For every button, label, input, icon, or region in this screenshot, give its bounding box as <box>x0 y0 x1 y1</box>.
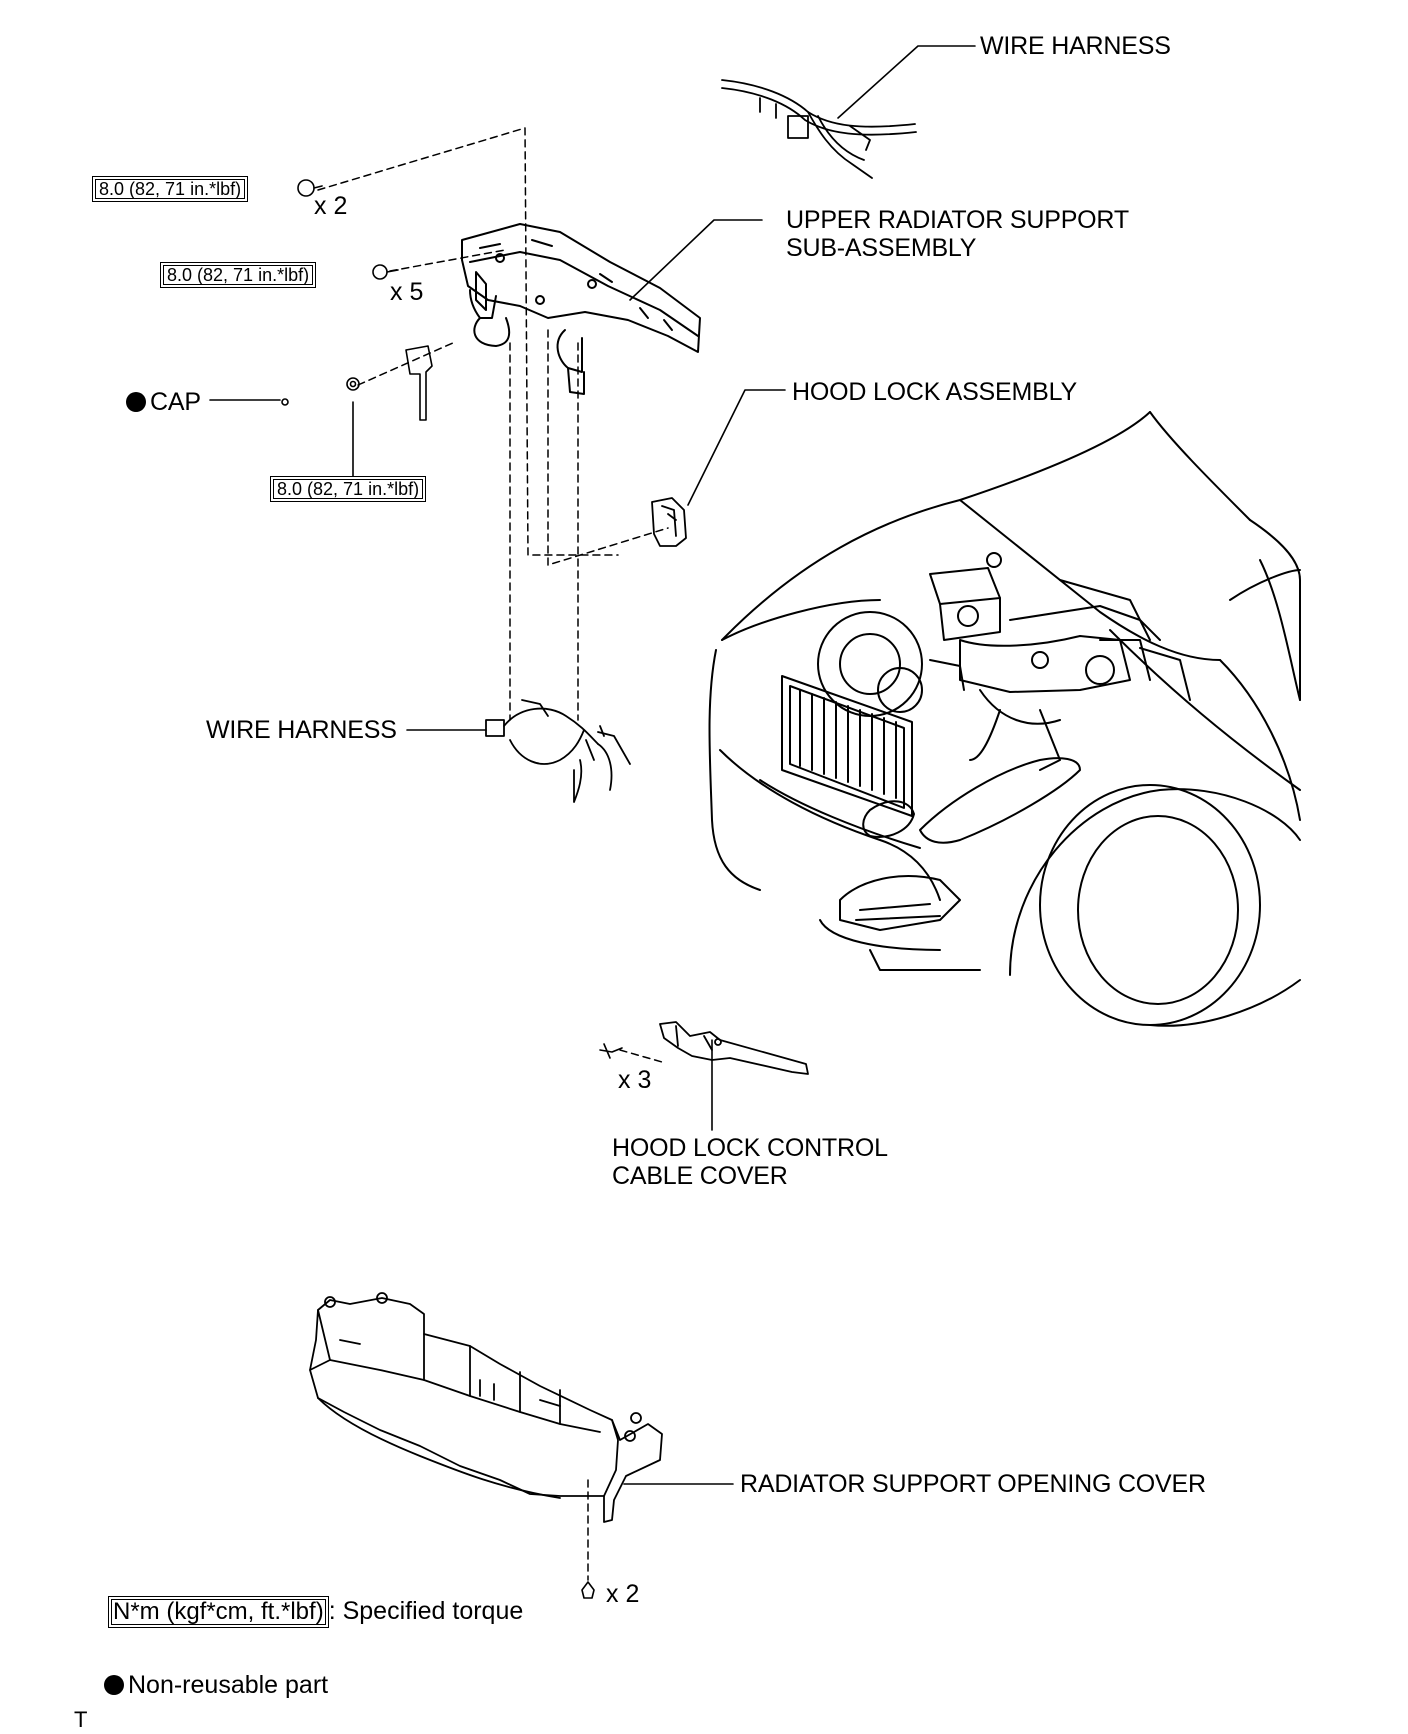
legend-non-reusable-text: Non-reusable part <box>128 1671 329 1699</box>
non-reusable-dot-icon <box>126 392 146 412</box>
leader-lines <box>209 45 976 1485</box>
label-cap: CAP <box>126 388 201 416</box>
legend-torque-box: N*m (kgf*cm, ft.*lbf) <box>108 1596 329 1628</box>
count-x3: x 3 <box>618 1066 652 1094</box>
label-upper-radiator-support: UPPER RADIATOR SUPPORT SUB-ASSEMBLY <box>786 206 1129 262</box>
hood-lock-assembly-drawing <box>651 497 687 547</box>
legend-torque-desc: : Specified torque <box>328 1597 524 1625</box>
bolt-icons <box>297 179 623 1599</box>
legend-dot-icon <box>104 1675 124 1695</box>
upper-radiator-support-drawing <box>461 223 701 395</box>
wire-harness-mid-drawing <box>485 699 631 803</box>
torque-box-2: 8.0 (82, 71 in.*lbf) <box>160 262 317 288</box>
opening-cover-drawing <box>309 1292 663 1523</box>
label-radiator-support-opening-cover: RADIATOR SUPPORT OPENING COVER <box>740 1470 1206 1498</box>
count-x2-top: x 2 <box>314 192 348 220</box>
cable-cover-drawing <box>659 1021 809 1075</box>
cap-bracket-drawing <box>281 345 433 421</box>
wire-harness-top-drawing <box>721 79 917 179</box>
count-x5: x 5 <box>390 278 424 306</box>
torque-box-3: 8.0 (82, 71 in.*lbf) <box>270 476 427 502</box>
torque-box-1: 8.0 (82, 71 in.*lbf) <box>92 176 249 202</box>
label-cap-text: CAP <box>150 388 201 416</box>
car-drawing <box>708 411 1301 1027</box>
label-hood-lock-assembly: HOOD LOCK ASSEMBLY <box>792 378 1077 406</box>
legend-torque: N*m (kgf*cm, ft.*lbf): Specified torque <box>108 1596 523 1628</box>
label-wire-harness-top: WIRE HARNESS <box>980 32 1171 60</box>
corner-mark: T <box>74 1707 88 1732</box>
legend-non-reusable: Non-reusable part <box>104 1670 328 1700</box>
count-x2-bottom: x 2 <box>606 1580 640 1608</box>
label-wire-harness-mid: WIRE HARNESS <box>206 716 397 744</box>
label-hood-lock-control-cable-cover: HOOD LOCK CONTROL CABLE COVER <box>612 1134 887 1190</box>
